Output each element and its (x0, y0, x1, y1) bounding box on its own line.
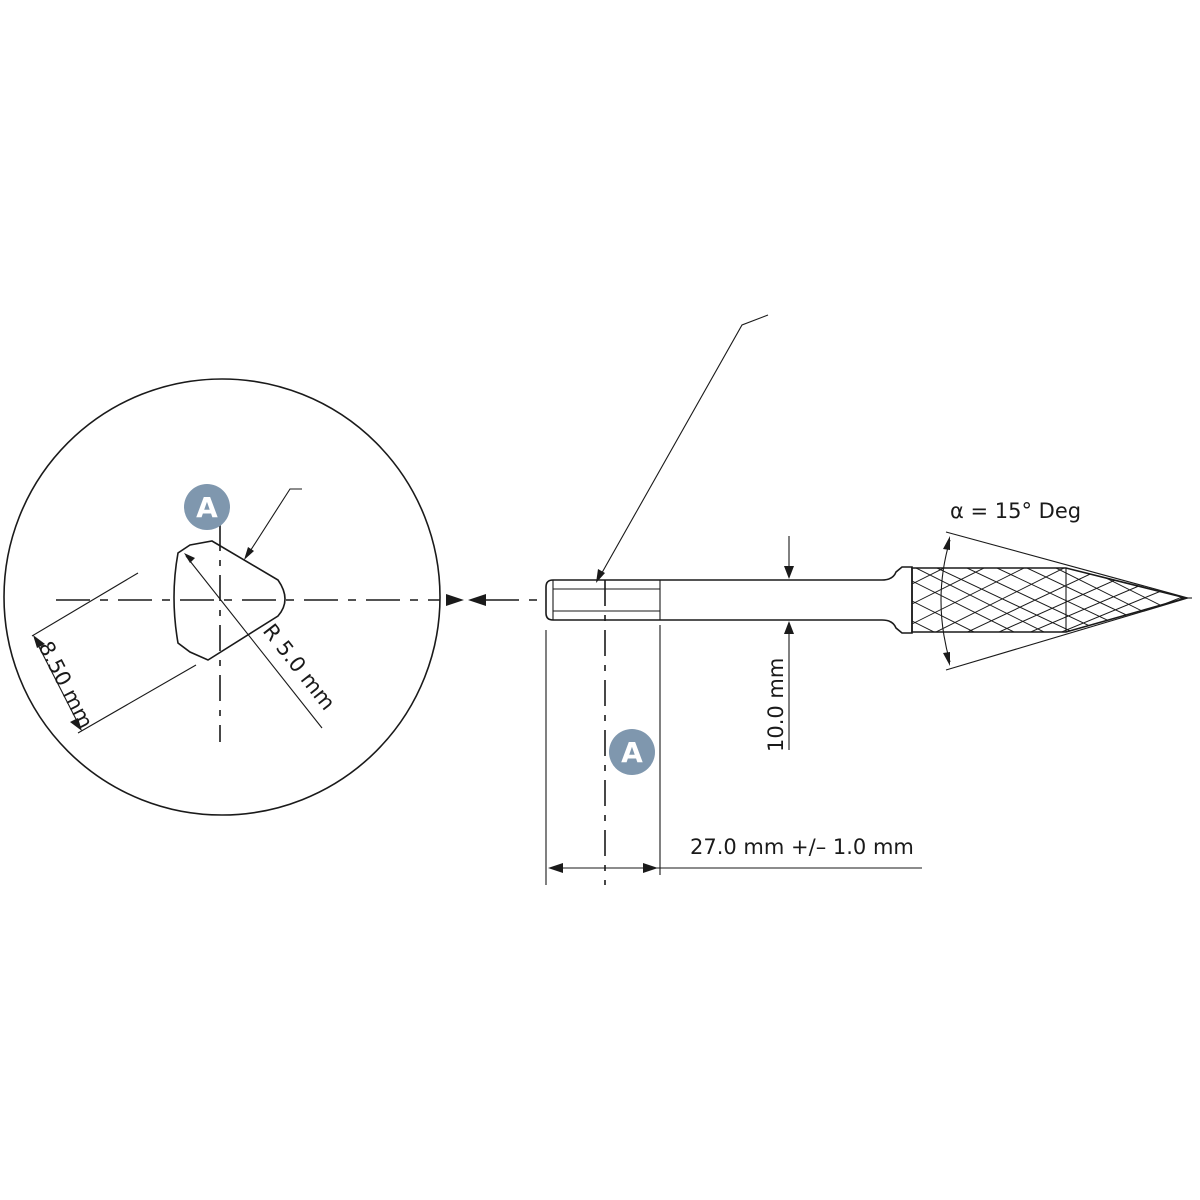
arrow-head (468, 594, 486, 606)
dim-width-label: 8.50 mm (34, 637, 98, 732)
dim-length-label: 27.0 mm +/– 1.0 mm (690, 835, 914, 859)
marker-label: A (196, 491, 218, 524)
dim-extension-2 (77, 664, 197, 734)
detail-leader-line (246, 488, 302, 557)
detail-view: 8.50 mm R 5.0 mm A (3, 378, 441, 816)
dim-radius-label: R 5.0 mm (258, 619, 340, 714)
angle-line-lower (945, 597, 1189, 671)
side-leader-line (598, 314, 769, 579)
side-marker: A (609, 728, 655, 776)
dim-line-width (35, 640, 81, 728)
side-view: α = 15° Deg 10.0 mm 27.0 mm +/– 1.0 mm A (545, 314, 1192, 885)
dim-angle-label: α = 15° Deg (950, 499, 1081, 523)
arrow-head (244, 547, 254, 560)
arrow-head (784, 621, 794, 634)
marker-label: A (621, 736, 643, 769)
arrow-head (33, 635, 45, 648)
arrow-head (446, 594, 464, 606)
detail-marker: A (184, 484, 230, 530)
view-direction-arrows (446, 594, 540, 606)
marker-badge (184, 484, 230, 530)
dim-diameter-label: 10.0 mm (764, 658, 788, 752)
shank-cross-section (173, 540, 286, 661)
angle-line-upper (945, 531, 1189, 599)
detail-circle (3, 378, 441, 816)
arrow-head (548, 863, 563, 873)
dim-extension-1 (31, 572, 139, 637)
arrow-head (184, 553, 195, 563)
dim-line-radius (185, 555, 323, 729)
arrow-head (596, 569, 605, 583)
burr-shank (545, 566, 913, 634)
marker-badge (609, 729, 655, 775)
burr-head (911, 567, 1190, 633)
arrow-head (70, 718, 82, 731)
arrow-head (643, 863, 658, 873)
arrow-head (943, 652, 950, 666)
arrow-head (943, 536, 950, 550)
angle-arc (940, 539, 951, 663)
arrow-head (784, 566, 794, 579)
